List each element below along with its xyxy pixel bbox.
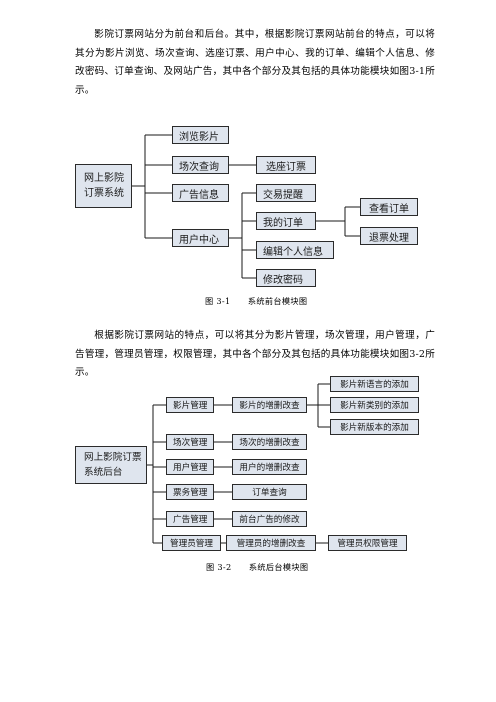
caption-number: 图 3-2: [206, 562, 232, 572]
box-label: 浏览影片: [179, 131, 219, 143]
root-line-2: 系统后台: [84, 467, 123, 478]
intro-paragraph-frontend: 影院订票网站分为前台和后台。其中，根据影院订票网站前台的特点，可以将其分为影片浏…: [75, 26, 435, 100]
box-label: 场次管理: [173, 438, 208, 448]
backend-root-box: 网上影院订票 系统后台: [75, 446, 147, 484]
film-lang-box: 影片新语言的添加: [330, 376, 419, 392]
paragraph-text: 影院订票网站分为前台和后台。其中，根据影院订票网站前台的特点，可以将其分为影片浏…: [75, 29, 435, 96]
view-order-box: 查看订单: [360, 198, 418, 216]
box-label: 交易提醒: [263, 189, 303, 201]
admin-perm-box: 管理员权限管理: [328, 535, 407, 551]
root-line-1: 网上影院: [84, 173, 124, 184]
root-line-2: 订票系统: [84, 188, 124, 199]
box-label: 修改密码: [263, 274, 303, 286]
box-label: 票务管理: [173, 488, 208, 498]
browse-films-box: 浏览影片: [172, 126, 229, 144]
paragraph-text: 根据影院订票网站的特点，可以将其分为影片管理，场次管理，用户管理，广告管理，管理…: [75, 330, 435, 379]
box-label: 管理员管理: [170, 539, 213, 549]
seat-booking-box: 选座订票: [256, 156, 316, 174]
figure-3-2-caption: 图 3-2 系统后台模块图: [206, 561, 308, 573]
box-label: 用户的增删改查: [239, 463, 300, 473]
box-label: 场次查询: [179, 161, 219, 173]
box-label: 广告管理: [173, 515, 208, 525]
box-label: 用户管理: [173, 463, 208, 473]
film-mgmt-box: 影片管理: [166, 397, 214, 413]
film-version-box: 影片新版本的添加: [330, 419, 419, 435]
order-query-box: 订单查询: [232, 484, 307, 500]
box-label: 广告信息: [179, 189, 219, 201]
box-label: 用户中心: [179, 234, 219, 246]
user-crud-box: 用户的增删改查: [232, 459, 307, 475]
caption-text: 系统后台模块图: [248, 562, 309, 572]
figure-3-1-caption: 图 3-1 系统前台模块图: [205, 295, 307, 307]
film-type-box: 影片新类别的添加: [330, 397, 419, 413]
box-label: 退票处理: [369, 232, 409, 244]
box-label: 查看订单: [369, 203, 409, 215]
caption-number: 图 3-1: [205, 296, 231, 306]
user-center-box: 用户中心: [172, 229, 229, 247]
session-query-box: 场次查询: [172, 156, 229, 174]
edit-info-box: 编辑个人信息: [256, 241, 334, 259]
box-label: 管理员权限管理: [337, 539, 398, 549]
box-label: 管理员的增删改查: [236, 539, 306, 549]
front-ad-edit-box: 前台广告的修改: [232, 511, 307, 527]
box-label: 订单查询: [252, 488, 287, 498]
box-label: 场次的增删改查: [239, 438, 300, 448]
box-label: 影片新类别的添加: [340, 401, 409, 411]
trade-remind-box: 交易提醒: [256, 184, 316, 202]
box-label: 影片新版本的添加: [340, 423, 409, 433]
box-label: 选座订票: [266, 161, 306, 173]
refund-box: 退票处理: [360, 227, 418, 245]
box-label: 我的订单: [263, 217, 303, 229]
change-password-box: 修改密码: [256, 269, 316, 287]
intro-paragraph-backend: 根据影院订票网站的特点，可以将其分为影片管理，场次管理，用户管理，广告管理，管理…: [75, 327, 435, 383]
caption-text: 系统前台模块图: [247, 296, 308, 306]
box-label: 影片管理: [173, 401, 208, 411]
frontend-root-box: 网上影院 订票系统: [75, 164, 132, 208]
box-label: 前台广告的修改: [239, 515, 300, 525]
user-mgmt-box: 用户管理: [166, 459, 214, 475]
admin-mgmt-box: 管理员管理: [162, 535, 221, 551]
ticket-mgmt-box: 票务管理: [166, 484, 214, 500]
box-label: 影片的增删改查: [239, 401, 300, 411]
box-label: 影片新语言的添加: [340, 380, 409, 390]
film-crud-box: 影片的增删改查: [232, 397, 307, 413]
session-mgmt-box: 场次管理: [166, 434, 214, 450]
my-orders-box: 我的订单: [256, 212, 316, 230]
box-label: 编辑个人信息: [263, 246, 323, 258]
root-line-1: 网上影院订票: [84, 452, 142, 463]
ad-mgmt-box: 广告管理: [166, 511, 214, 527]
ad-info-box: 广告信息: [172, 184, 229, 202]
session-crud-box: 场次的增删改查: [232, 434, 307, 450]
admin-crud-box: 管理员的增删改查: [226, 535, 316, 551]
